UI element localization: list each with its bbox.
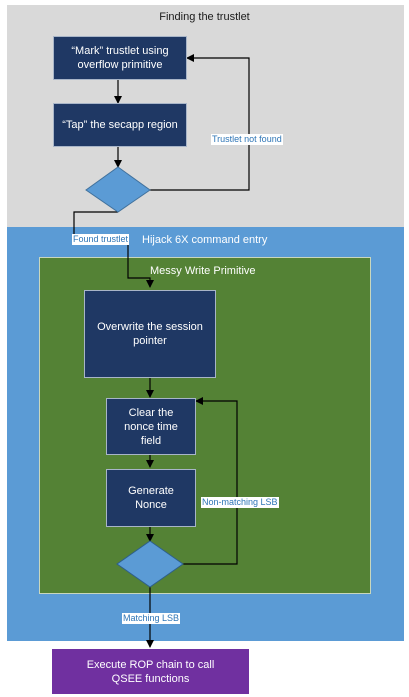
hijack-zone-title: Hijack 6X command entry	[142, 234, 268, 246]
arrow-non-matching-lsb	[183, 397, 238, 565]
execute-rop-chain-box: Execute ROP chain to call QSEE functions	[52, 649, 249, 694]
messy-zone-title: Messy Write Primitive	[150, 265, 256, 277]
overwrite-session-box: Overwrite the session pointer	[84, 290, 216, 378]
matching-lsb-label: Matching LSB	[122, 613, 181, 624]
clear-nonce-box: Clear the nonce time field	[106, 398, 196, 455]
lsb-match-decision	[116, 540, 184, 588]
trustlet-not-found-label: Trustlet not found	[211, 134, 283, 145]
finding-zone-title: Finding the trustlet	[159, 11, 250, 23]
mark-trustlet-box: “Mark” trustlet using overflow primitive	[53, 36, 187, 80]
arrow-trustlet-not-found	[150, 54, 250, 191]
trustlet-found-decision	[85, 166, 151, 213]
generate-nonce-box: Generate Nonce	[106, 469, 196, 527]
arrow-found-trustlet	[73, 211, 154, 288]
tap-secapp-box: “Tap” the secapp region	[53, 103, 187, 147]
found-trustlet-label: Found trustlet	[72, 234, 130, 245]
non-matching-lsb-label: Non-matching LSB	[201, 497, 279, 508]
